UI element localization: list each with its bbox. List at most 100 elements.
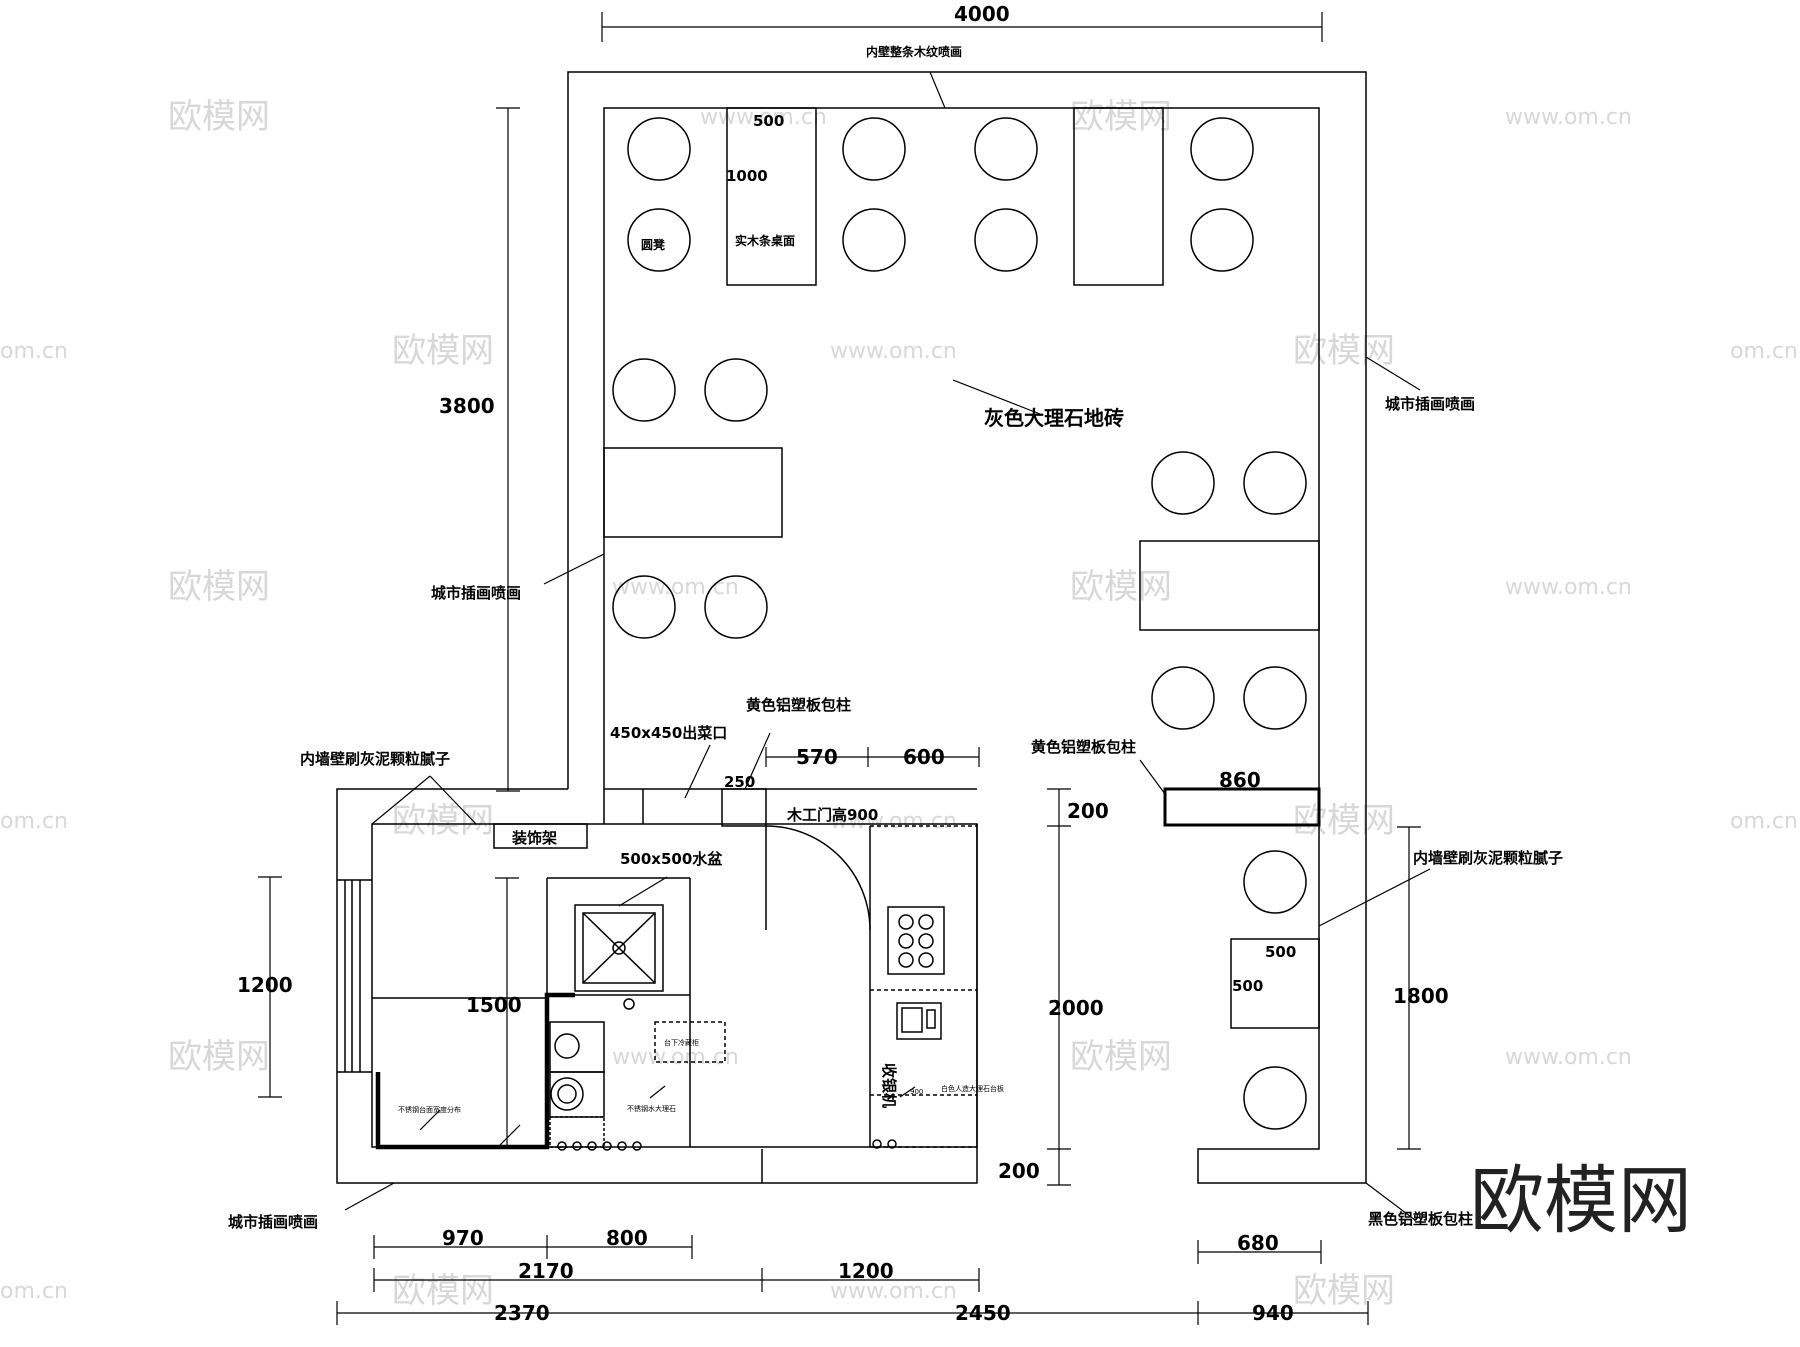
kitchen bbox=[372, 788, 977, 1151]
watermark-logo: 欧模网 bbox=[168, 97, 270, 137]
dim-table-length: 1000 bbox=[726, 167, 768, 185]
stool bbox=[1243, 1066, 1307, 1130]
watermark-logo: 欧模网 bbox=[392, 1271, 494, 1311]
stool bbox=[627, 208, 691, 272]
stool bbox=[842, 208, 906, 272]
stainless-counter bbox=[375, 992, 575, 1150]
dim-2000: 2000 bbox=[1048, 996, 1104, 1020]
label-dish-window: 450x450出菜口 bbox=[610, 724, 727, 742]
dim-570: 570 bbox=[796, 745, 838, 769]
watermark-url: om.cn bbox=[0, 339, 68, 364]
dim-1500: 1500 bbox=[466, 993, 522, 1017]
stool bbox=[842, 117, 906, 181]
label-decor-shelf: 装饰架 bbox=[511, 829, 557, 847]
dim-top-total: 4000 bbox=[954, 2, 1010, 26]
watermark-url: www.om.cn bbox=[830, 339, 957, 364]
label-wall-bottom: 城市插画喷画 bbox=[228, 1213, 318, 1231]
dim-left-height: 3800 bbox=[439, 394, 495, 418]
label-counter: 白色人造大理石台板 bbox=[941, 1084, 1004, 1093]
watermark-url: www.om.cn bbox=[1505, 1045, 1632, 1070]
table bbox=[1073, 107, 1164, 286]
dim-200-top: 200 bbox=[1067, 799, 1109, 823]
watermark-url: www.om.cn bbox=[612, 1045, 739, 1070]
stool bbox=[1190, 208, 1254, 272]
label-yellow-column-1: 黄色铝塑板包柱 bbox=[746, 696, 851, 714]
yellow-column-kitchen bbox=[721, 788, 767, 827]
stool bbox=[1190, 117, 1254, 181]
label-putty-right: 内墙壁刷灰泥颗粒腻子 bbox=[1413, 849, 1563, 867]
dining-area-right bbox=[1139, 451, 1321, 1130]
label-under-counter: 台下冷藏柜 bbox=[664, 1038, 699, 1047]
watermark-logo: 欧模网 bbox=[392, 801, 494, 841]
label-sink-counter: 不锈钢水大理石 bbox=[627, 1104, 676, 1113]
stool bbox=[1243, 666, 1307, 730]
cash-register bbox=[896, 1002, 942, 1040]
watermark-logo: 欧模网 bbox=[1070, 97, 1172, 137]
watermark-url: www.om.cn bbox=[612, 575, 739, 600]
table bbox=[603, 447, 783, 538]
watermark-logo: 欧模网 bbox=[392, 331, 494, 371]
stool bbox=[704, 358, 768, 422]
watermark-url: www.om.cn bbox=[830, 1279, 957, 1304]
dim-860: 860 bbox=[1219, 768, 1261, 792]
label-yellow-column-2: 黄色铝塑板包柱 bbox=[1031, 738, 1136, 756]
dim-1200-left: 1200 bbox=[237, 973, 293, 997]
dim-250: 250 bbox=[724, 773, 755, 791]
stool bbox=[627, 117, 691, 181]
dining-area-left bbox=[603, 358, 783, 639]
dim-table-width: 500 bbox=[753, 112, 784, 130]
label-putty-left: 内墙壁刷灰泥颗粒腻子 bbox=[300, 750, 450, 768]
dim-800: 800 bbox=[606, 1226, 648, 1250]
stool bbox=[1243, 451, 1307, 515]
label-back-counter: 不锈钢台面宽度分布 bbox=[398, 1105, 461, 1114]
dim-970: 970 bbox=[442, 1226, 484, 1250]
label-sink: 500x500水盆 bbox=[620, 850, 723, 868]
dimension-lines bbox=[258, 12, 1421, 1325]
dim-2450: 2450 bbox=[955, 1301, 1011, 1325]
label-wall-right: 城市插画喷画 bbox=[1385, 395, 1475, 413]
watermark-logo: 欧模网 bbox=[1293, 801, 1395, 841]
stool bbox=[612, 575, 676, 639]
label-wall-left: 城市插画喷画 bbox=[431, 584, 521, 602]
watermark-logo: 欧模网 bbox=[1293, 1271, 1395, 1311]
dim-2170: 2170 bbox=[518, 1259, 574, 1283]
stool bbox=[974, 208, 1038, 272]
dim-1800: 1800 bbox=[1393, 984, 1449, 1008]
watermark-url: www.om.cn bbox=[700, 105, 827, 130]
label-stool: 圆凳 bbox=[641, 237, 666, 252]
watermark-logo: 欧模网 bbox=[168, 1037, 270, 1077]
bar-table bbox=[1230, 938, 1320, 1029]
yellow-column bbox=[1163, 787, 1321, 827]
watermark-logo: 欧模网 bbox=[1070, 1037, 1172, 1077]
decor-shelf bbox=[493, 823, 588, 849]
sink bbox=[574, 904, 664, 992]
watermark-url: om.cn bbox=[1730, 339, 1798, 364]
label-door: 木工门高900 bbox=[786, 806, 878, 824]
dim-600: 600 bbox=[903, 745, 945, 769]
label-wall-top: 内壁整条木纹喷画 bbox=[866, 44, 962, 59]
watermark-layer: 欧模网 www.om.cn 欧模网 www.om.cn om.cn 欧模网 ww… bbox=[0, 97, 1798, 1311]
stool bbox=[974, 117, 1038, 181]
table bbox=[726, 107, 817, 286]
watermark-url: www.om.cn bbox=[830, 809, 957, 834]
dim-2370: 2370 bbox=[494, 1301, 550, 1325]
label-black-column: 黑色铝塑板包柱 bbox=[1368, 1210, 1473, 1228]
dim-bar-width: 500 bbox=[1265, 943, 1296, 961]
watermark-url: om.cn bbox=[0, 1279, 68, 1304]
left-window bbox=[337, 879, 372, 1073]
dimension-labels: 4000 3800 500 1000 570 600 250 860 200 2… bbox=[237, 2, 1449, 1325]
label-table-top: 实木条桌面 bbox=[735, 233, 795, 248]
dim-1200-bottom: 1200 bbox=[838, 1259, 894, 1283]
leader-lines bbox=[344, 71, 1431, 1221]
site-logo: 欧模网 bbox=[1470, 1158, 1692, 1244]
dim-940: 940 bbox=[1252, 1301, 1294, 1325]
dining-area-top bbox=[627, 107, 1254, 286]
watermark-url: www.om.cn bbox=[1505, 105, 1632, 130]
watermark-logo: 欧模网 bbox=[168, 567, 270, 607]
door-swing bbox=[765, 825, 871, 931]
stool bbox=[1151, 451, 1215, 515]
watermark-url: www.om.cn bbox=[1505, 575, 1632, 600]
label-cashier: 收银机 bbox=[880, 1063, 898, 1108]
stool bbox=[612, 358, 676, 422]
stove bbox=[887, 906, 945, 975]
